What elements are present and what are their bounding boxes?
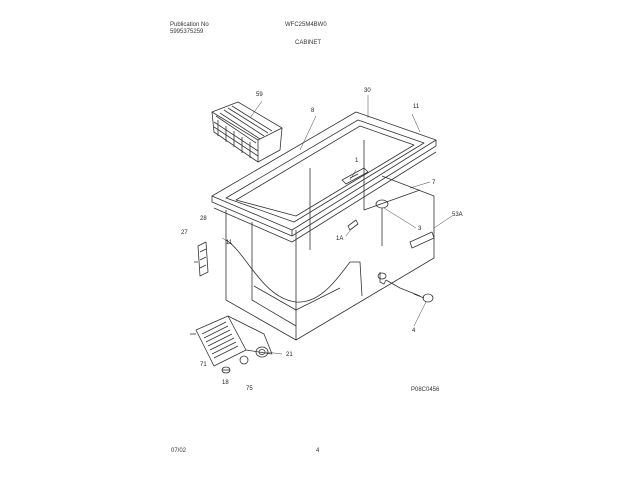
serial-label-part	[409, 231, 435, 249]
callout-7: 7	[432, 180, 436, 186]
callout-28: 28	[200, 216, 207, 222]
footer-page-number: 4	[316, 448, 320, 454]
callout-18: 18	[222, 380, 229, 386]
callout-8: 8	[311, 108, 315, 114]
grille-part	[190, 315, 273, 367]
model-number: WFC25M4BW0	[285, 22, 327, 28]
callout-75: 75	[246, 386, 253, 392]
callout-27: 27	[181, 230, 188, 236]
callout-11-left: 11	[226, 240, 233, 246]
callout-71: 71	[200, 362, 207, 368]
callout-11-top: 11	[413, 104, 420, 110]
drain-assembly-part	[375, 199, 421, 297]
callout-1a: 1A	[336, 236, 344, 242]
hinge-part	[194, 241, 209, 277]
footer-date: 07/02	[171, 448, 187, 454]
basket-part	[211, 101, 283, 163]
drain-cap-part	[413, 293, 434, 303]
publication-number: 5995375259	[170, 29, 204, 35]
callout-30: 30	[364, 88, 371, 94]
cabinet-body-part	[225, 140, 435, 341]
callout-3: 3	[418, 226, 422, 232]
drawing-id: P08C0456	[411, 387, 440, 393]
publication-label: Publication No	[170, 22, 209, 28]
lid-frame-part	[211, 111, 437, 243]
latch-part	[347, 219, 359, 231]
callout-4: 4	[412, 328, 416, 334]
callout-59: 59	[256, 92, 263, 98]
leader-lines	[221, 95, 453, 355]
screw-part	[221, 366, 231, 374]
callout-21: 21	[286, 352, 293, 358]
section-title: CABINET	[295, 40, 322, 46]
callout-53a: 53A	[452, 212, 463, 218]
thermostat-part	[239, 346, 269, 365]
callout-1: 1	[355, 158, 359, 164]
